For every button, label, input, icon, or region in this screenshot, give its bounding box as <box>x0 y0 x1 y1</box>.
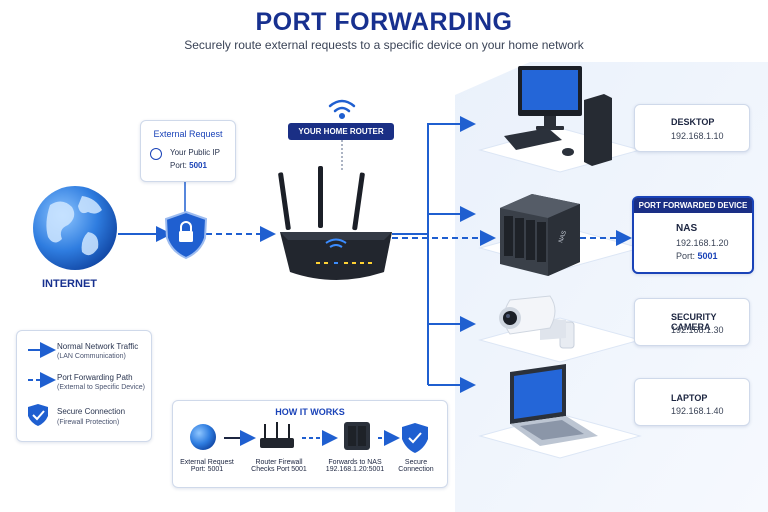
laptop-name: LAPTOP <box>671 393 708 403</box>
desktop-illustration <box>504 66 612 166</box>
nas-port: Port: 5001 <box>676 251 718 261</box>
nas-illustration <box>500 194 580 276</box>
legend: Normal Network Traffic (LAN Communicatio… <box>16 330 152 442</box>
router-icon <box>278 166 392 280</box>
how-it-works-title: HOW IT WORKS <box>275 407 345 417</box>
router-label: YOUR HOME ROUTER <box>288 123 394 140</box>
lan-lines <box>392 116 476 393</box>
shield-lock-icon <box>164 210 208 260</box>
laptop-ip: 192.168.1.40 <box>671 406 724 416</box>
step-4: Secure Connection <box>393 459 439 473</box>
laptop-card[interactable]: LAPTOP 192.168.1.40 <box>634 378 750 426</box>
nas-name: NAS <box>676 223 698 234</box>
step-4-line2: Connection <box>398 466 434 473</box>
desktop-name: DESKTOP <box>671 117 715 127</box>
step-1: External Request Port: 5001 <box>177 459 237 473</box>
external-port: Port: 5001 <box>170 161 207 170</box>
legend-secure-title: Secure Connection <box>57 407 126 416</box>
legend-normal-title: Normal Network Traffic <box>57 342 139 351</box>
step-2: Router Firewall Checks Port 5001 <box>247 459 311 473</box>
external-request-card: External Request Your Public IP Port: 50… <box>140 120 236 182</box>
camera-illustration <box>499 295 575 349</box>
globe-icon <box>33 186 117 270</box>
nas-port-prefix: Port: <box>676 251 696 261</box>
wifi-icon <box>328 99 356 120</box>
step-3-line2: 192.168.1.20:5001 <box>325 466 385 473</box>
step-4-line1: Secure <box>404 459 428 466</box>
public-ip-label: Your Public IP <box>170 148 220 157</box>
step-3: Forwards to NAS 192.168.1.20:5001 <box>319 459 391 473</box>
port-value: 5001 <box>189 161 207 170</box>
page-subtitle: Securely route external requests to a sp… <box>184 38 584 52</box>
nas-card[interactable]: PORT FORWARDED DEVICE NAS 192.168.1.20 P… <box>632 196 754 274</box>
legend-forward-sub: (External to Specific Device) <box>57 384 145 391</box>
legend-symbols <box>28 342 56 426</box>
legend-normal-sub: (LAN Communication) <box>57 353 126 360</box>
step-2-line1: Router Firewall <box>255 459 303 466</box>
step-1-line1: External Request <box>180 459 234 466</box>
desktop-card[interactable]: DESKTOP 192.168.1.10 <box>634 104 750 152</box>
legend-secure-sub: (Firewall Protection) <box>57 419 120 426</box>
step-1-line2: Port: 5001 <box>190 466 224 473</box>
port-forwarded-badge: PORT FORWARDED DEVICE <box>634 198 752 213</box>
external-request-heading: External Request <box>153 129 223 139</box>
step-3-line1: Forwards to NAS <box>328 459 382 466</box>
camera-ip: 192.168.1.30 <box>671 325 724 335</box>
internet-label: INTERNET <box>42 278 97 290</box>
nas-port-value: 5001 <box>697 251 718 261</box>
globe-small-icon <box>150 148 162 160</box>
nas-ip: 192.168.1.20 <box>676 238 729 248</box>
laptop-illustration <box>510 364 598 446</box>
how-it-works-panel: HOW IT WORKS External Request Port: 5001… <box>172 400 448 488</box>
how-it-works-graphics <box>190 422 428 453</box>
port-prefix: Port: <box>170 161 187 170</box>
camera-card[interactable]: SECURITY CAMERA 192.168.1.30 <box>634 298 750 346</box>
page-title: PORT FORWARDING <box>255 8 513 36</box>
camera-name: SECURITY CAMERA <box>671 312 717 332</box>
legend-forward-title: Port Forwarding Path <box>57 373 133 382</box>
step-2-line2: Checks Port 5001 <box>251 466 307 473</box>
desktop-ip: 192.168.1.10 <box>671 131 724 141</box>
